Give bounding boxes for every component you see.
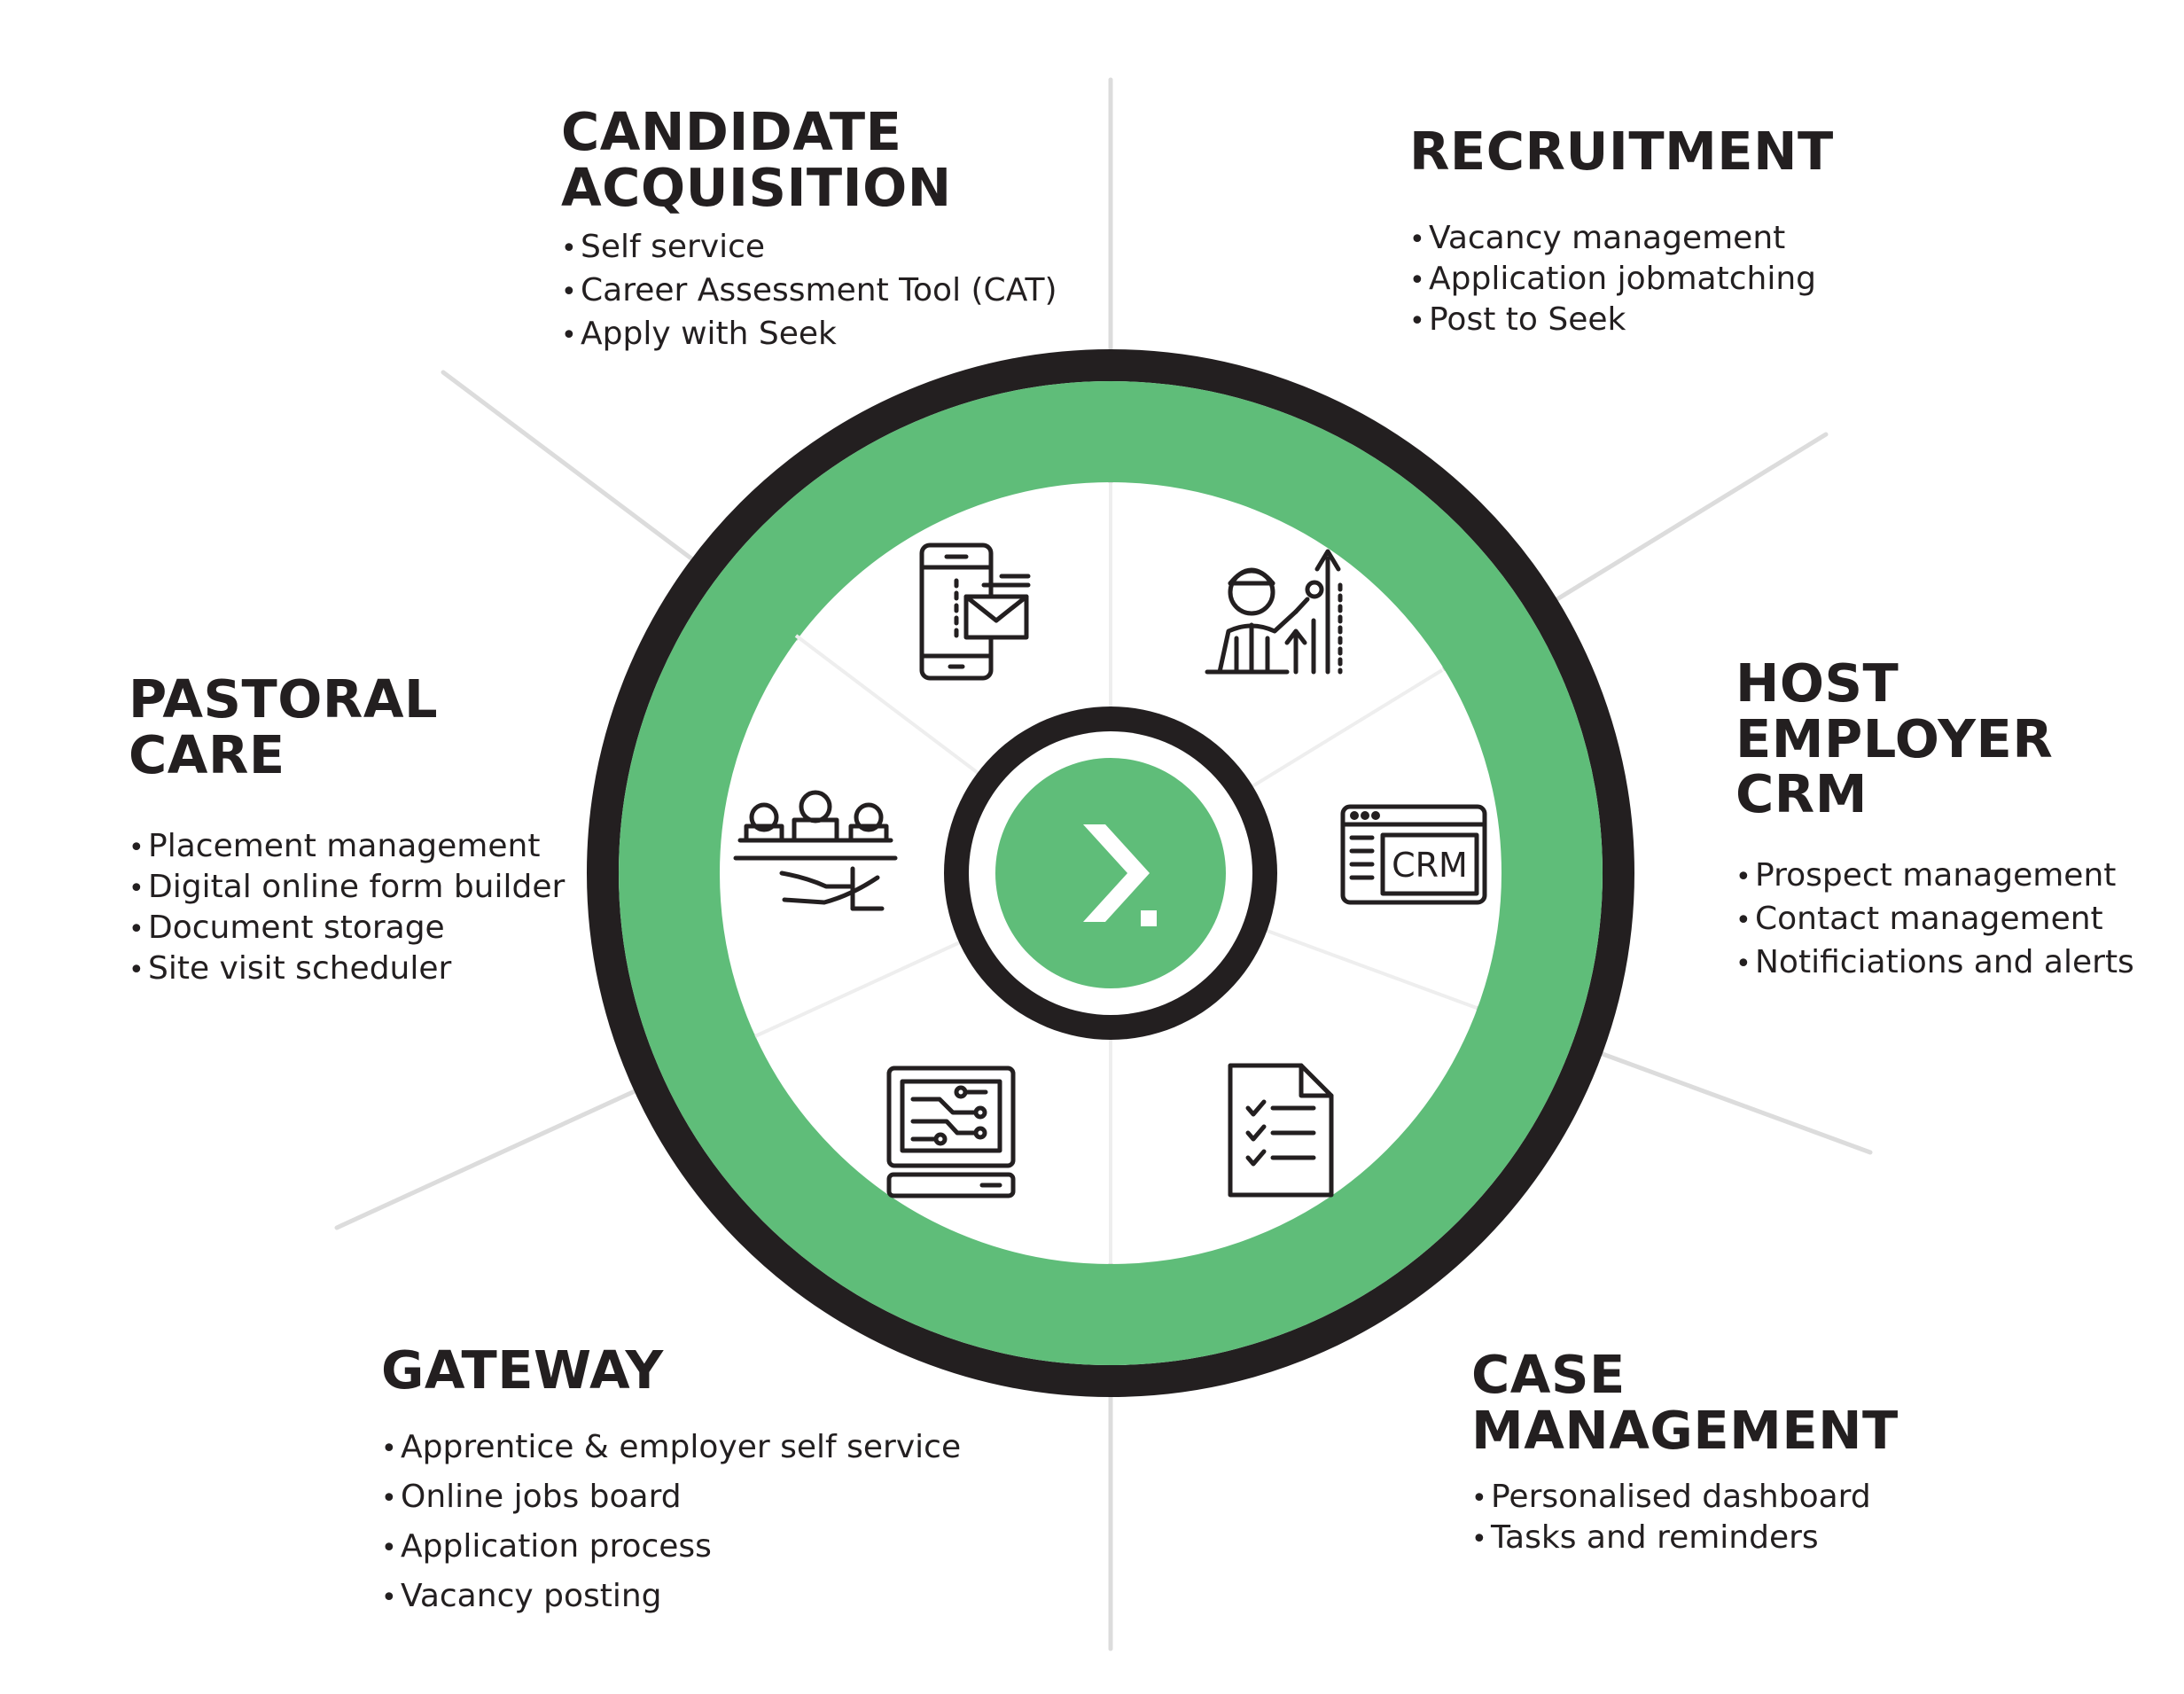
list-item: Vacancy posting bbox=[381, 1573, 961, 1622]
svg-text:CRM: CRM bbox=[1392, 846, 1468, 885]
list-item: Digital online form builder bbox=[129, 868, 565, 909]
section-title: HOST EMPLOYER CRM bbox=[1736, 655, 2134, 825]
title-line: RECRUITMENT bbox=[1409, 121, 1834, 182]
checklist-document-icon bbox=[1228, 1063, 1334, 1198]
section-gateway: GATEWAY Apprentice & employer self servi… bbox=[381, 1342, 961, 1622]
section-title: CANDIDATE ACQUISITION bbox=[561, 104, 1057, 218]
list-item: Online jobs board bbox=[381, 1473, 961, 1523]
person-growth-arrows-icon bbox=[1205, 549, 1343, 675]
title-line: EMPLOYER bbox=[1736, 707, 2054, 769]
list-item: Prospect management bbox=[1736, 855, 2134, 898]
title-line: CRM bbox=[1736, 763, 1868, 825]
list-item: Application jobmatching bbox=[1409, 260, 1834, 301]
title-line: HOST bbox=[1736, 652, 1899, 714]
feature-list: Personalised dashboard Tasks and reminde… bbox=[1471, 1478, 1899, 1559]
list-item: Application process bbox=[381, 1523, 961, 1573]
title-line: PASTORAL bbox=[129, 668, 439, 730]
list-item: Site visit scheduler bbox=[129, 949, 565, 990]
section-title: PASTORAL CARE bbox=[129, 671, 565, 785]
list-item: Personalised dashboard bbox=[1471, 1478, 1899, 1518]
chevron-right-dot-icon bbox=[1083, 824, 1157, 926]
computer-circuit-icon bbox=[886, 1066, 1016, 1198]
list-item: Document storage bbox=[129, 909, 565, 949]
title-line: CANDIDATE bbox=[561, 101, 902, 162]
section-host-employer-crm: HOST EMPLOYER CRM Prospect management Co… bbox=[1736, 655, 2134, 985]
section-title: GATEWAY bbox=[381, 1342, 961, 1399]
feature-list: Prospect management Contact management N… bbox=[1736, 855, 2134, 985]
list-item: Tasks and reminders bbox=[1471, 1518, 1899, 1559]
section-candidate-acquisition: CANDIDATE ACQUISITION Self service Caree… bbox=[561, 104, 1057, 356]
hub-green bbox=[995, 758, 1226, 988]
title-line: MANAGEMENT bbox=[1471, 1399, 1899, 1461]
section-recruitment: RECRUITMENT Vacancy management Applicati… bbox=[1409, 121, 1834, 341]
people-on-hand-icon bbox=[733, 790, 898, 911]
list-item: Apprentice & employer self service bbox=[381, 1424, 961, 1473]
list-item: Notificiations and alerts bbox=[1736, 941, 2134, 985]
list-item: Vacancy management bbox=[1409, 219, 1834, 260]
feature-list: Apprentice & employer self service Onlin… bbox=[381, 1424, 961, 1622]
list-item: Post to Seek bbox=[1409, 301, 1834, 341]
list-item: Self service bbox=[561, 226, 1057, 269]
outer-ring bbox=[587, 349, 1634, 1397]
section-case-management: CASE MANAGEMENT Personalised dashboard T… bbox=[1471, 1347, 1899, 1559]
list-item: Contact management bbox=[1736, 898, 2134, 941]
feature-list: Placement management Digital online form… bbox=[129, 827, 565, 990]
feature-list: Vacancy management Application jobmatchi… bbox=[1409, 219, 1834, 341]
list-item: Career Assessment Tool (CAT) bbox=[561, 269, 1057, 313]
title-line: GATEWAY bbox=[381, 1339, 664, 1401]
crm-window-icon: CRM bbox=[1340, 804, 1487, 905]
list-item: Placement management bbox=[129, 827, 565, 868]
title-line: ACQUISITION bbox=[561, 156, 952, 218]
green-band bbox=[619, 381, 1603, 1365]
section-title: CASE MANAGEMENT bbox=[1471, 1347, 1899, 1458]
list-item: Apply with Seek bbox=[561, 313, 1057, 356]
title-line: CARE bbox=[129, 723, 285, 785]
title-line: CASE bbox=[1471, 1344, 1626, 1405]
mobile-phone-envelope-icon bbox=[919, 543, 1031, 681]
section-pastoral-care: PASTORAL CARE Placement management Digit… bbox=[129, 671, 565, 990]
feature-list: Self service Career Assessment Tool (CAT… bbox=[561, 226, 1057, 356]
section-title: RECRUITMENT bbox=[1409, 121, 1834, 182]
